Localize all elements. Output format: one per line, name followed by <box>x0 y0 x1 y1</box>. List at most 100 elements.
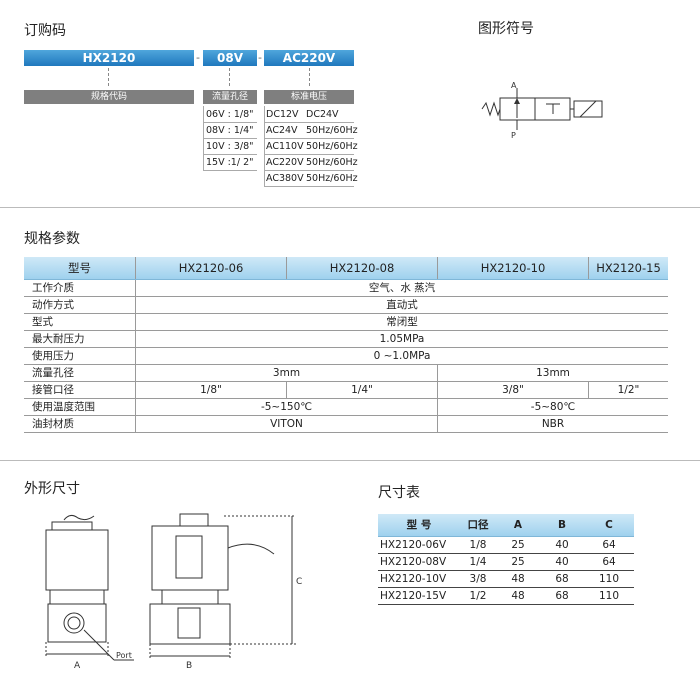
table-row: 油封材质 VITON NBR <box>24 415 668 433</box>
voltage-option-line <box>264 138 354 139</box>
dim-label-port: Port <box>116 651 132 660</box>
size-cell: 48 <box>496 570 540 588</box>
table-row: HX2120-06V 1/8 25 40 64 <box>378 536 634 554</box>
label-orifice: 流量孔径 <box>203 90 257 104</box>
size-header-row: 型 号 口径 A B C <box>378 514 634 537</box>
valve-symbol: A P <box>480 80 610 140</box>
table-row: HX2120-10V 3/8 48 68 110 <box>378 570 634 588</box>
voltage-option-line <box>264 186 354 187</box>
dimension-drawing: A B C Port <box>24 508 314 673</box>
size-cell: HX2120-08V <box>378 553 460 571</box>
voltage-option-line <box>264 154 354 155</box>
spec-row-label: 使用压力 <box>24 347 136 365</box>
spec-row-value: -5~150℃ <box>135 398 438 416</box>
size-cell: 40 <box>540 536 584 554</box>
size-table: 型 号 口径 A B C HX2120-06V 1/8 25 40 64 HX2… <box>378 514 634 605</box>
spec-row-label: 动作方式 <box>24 296 136 314</box>
spec-header-row: 型号 HX2120-06 HX2120-08 HX2120-10 HX2120-… <box>24 257 668 280</box>
section-divider-1 <box>0 207 700 208</box>
table-row: 流量孔径 3mm 13mm <box>24 364 668 382</box>
spec-row-value: VITON <box>135 415 438 433</box>
symbol-label-a: A <box>511 81 517 90</box>
dim-label-a: A <box>74 661 81 671</box>
spec-row-label: 型式 <box>24 313 136 331</box>
size-cell: 64 <box>584 553 634 571</box>
voltage-code: AC380V <box>266 173 304 184</box>
spec-header-cell: HX2120-15 <box>588 257 668 280</box>
size-cell: 25 <box>496 553 540 571</box>
size-cell: HX2120-15V <box>378 587 460 605</box>
spec-row-value: 3/8" <box>437 381 589 399</box>
table-row: 最大耐压力 1.05MPa <box>24 330 668 348</box>
spec-row-value: 空气、水 蒸汽 <box>135 279 668 297</box>
table-row: 使用压力 0 ~1.0MPa <box>24 347 668 365</box>
spec-header-cell: HX2120-06 <box>135 257 287 280</box>
spec-row-label: 油封材质 <box>24 415 136 433</box>
size-cell: 68 <box>540 570 584 588</box>
table-row: 使用温度范围 -5~150℃ -5~80℃ <box>24 398 668 416</box>
order-sep-2: - <box>258 51 262 64</box>
size-cell: 68 <box>540 587 584 605</box>
order-sep-1: - <box>196 51 200 64</box>
size-cell: 110 <box>584 587 634 605</box>
size-cell: 40 <box>540 553 584 571</box>
table-row: 型式 常闭型 <box>24 313 668 331</box>
order-voltage-box: AC220V <box>264 50 354 66</box>
symbol-title: 图形符号 <box>478 21 534 37</box>
spec-row-value: 1/4" <box>286 381 438 399</box>
spec-header-cell: 型号 <box>24 257 136 280</box>
label-voltage: 标准电压 <box>264 90 354 104</box>
spec-row-value: 0 ~1.0MPa <box>135 347 668 365</box>
size-header-cell: 口径 <box>460 514 496 537</box>
connector-model <box>108 68 109 86</box>
voltage-options-border <box>264 106 265 186</box>
spec-row-label: 最大耐压力 <box>24 330 136 348</box>
spec-header-cell: HX2120-08 <box>286 257 438 280</box>
spec-row-value: 1/8" <box>135 381 287 399</box>
symbol-label-p: P <box>511 131 516 140</box>
spec-table: 型号 HX2120-06 HX2120-08 HX2120-10 HX2120-… <box>24 257 668 433</box>
size-cell: 1/4 <box>460 553 496 571</box>
size-cell: HX2120-10V <box>378 570 460 588</box>
voltage-code: AC220V <box>266 157 304 168</box>
size-cell: 1/8 <box>460 536 496 554</box>
size-header-cell: 型 号 <box>378 514 460 537</box>
order-code-title: 订购码 <box>24 23 66 39</box>
size-cell: HX2120-06V <box>378 536 460 554</box>
orifice-option: 10V : 3/8" <box>206 141 254 152</box>
size-cell: 3/8 <box>460 570 496 588</box>
voltage-spec: 50Hz/60Hz <box>306 125 358 136</box>
label-model-code: 规格代码 <box>24 90 194 104</box>
connector-orifice <box>229 68 230 86</box>
spec-row-value: -5~80℃ <box>437 398 668 416</box>
orifice-option-line <box>203 138 257 139</box>
voltage-spec: 50Hz/60Hz <box>306 173 358 184</box>
section-divider-2 <box>0 460 700 461</box>
voltage-spec: 50Hz/60Hz <box>306 141 358 152</box>
voltage-option-line <box>264 122 354 123</box>
connector-voltage <box>309 68 310 86</box>
size-header-cell: C <box>584 514 634 537</box>
order-orifice-box: 08V <box>203 50 257 66</box>
spec-row-label: 工作介质 <box>24 279 136 297</box>
voltage-option-line <box>264 170 354 171</box>
orifice-option: 08V : 1/4" <box>206 125 254 136</box>
table-row: 动作方式 直动式 <box>24 296 668 314</box>
spec-header-cell: HX2120-10 <box>437 257 589 280</box>
spec-row-value: 3mm <box>135 364 438 382</box>
orifice-option-line <box>203 170 257 171</box>
size-cell: 48 <box>496 587 540 605</box>
spec-row-label: 使用温度范围 <box>24 398 136 416</box>
size-title: 尺寸表 <box>378 485 420 501</box>
orifice-option-line <box>203 154 257 155</box>
order-model-box: HX2120 <box>24 50 194 66</box>
dim-label-b: B <box>186 661 192 671</box>
size-cell: 64 <box>584 536 634 554</box>
table-row: HX2120-08V 1/4 25 40 64 <box>378 553 634 571</box>
spec-title: 规格参数 <box>24 231 80 247</box>
voltage-code: AC24V <box>266 125 298 136</box>
voltage-spec: 50Hz/60Hz <box>306 157 358 168</box>
table-row: HX2120-15V 1/2 48 68 110 <box>378 587 634 605</box>
size-header-cell: B <box>540 514 584 537</box>
size-cell: 110 <box>584 570 634 588</box>
